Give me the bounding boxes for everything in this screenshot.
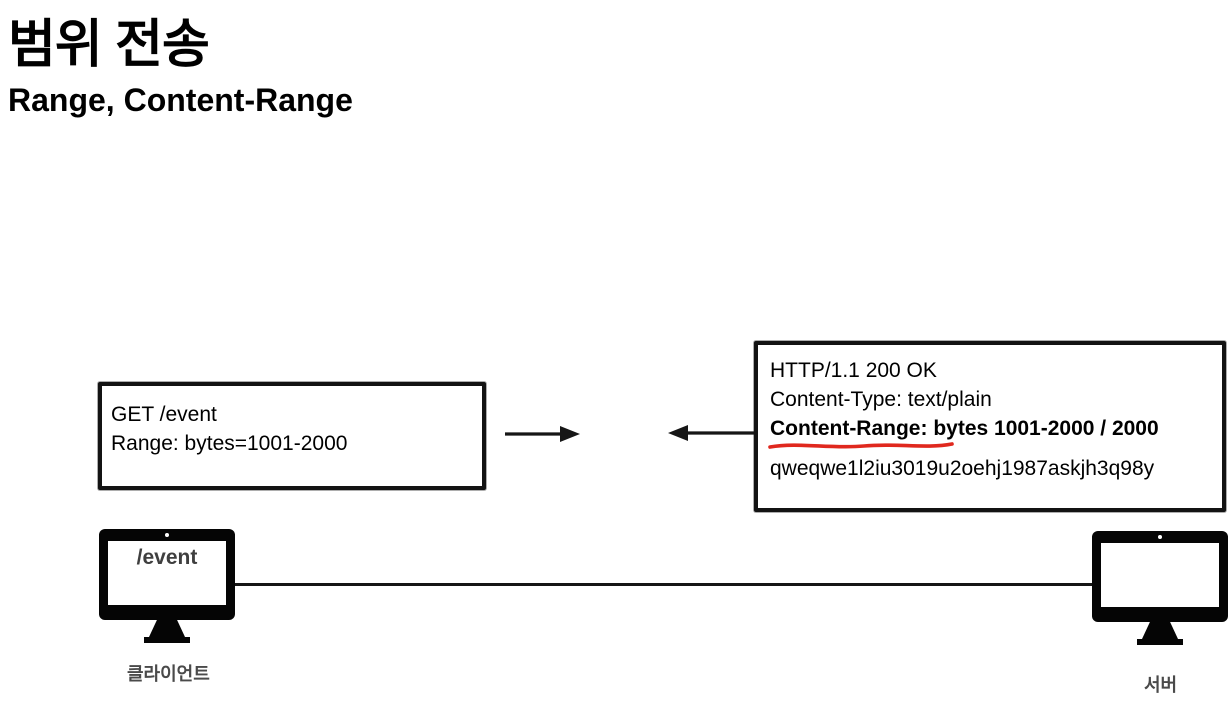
request-line-range-header: Range: bytes=1001-2000 [111,432,348,455]
server-caption: 서버 [1144,675,1178,695]
request-message-box: GET /event Range: bytes=1001-2000 [98,382,486,490]
server-monitor-screen [1101,543,1219,607]
content-range-header-name: Content-Range [770,417,921,440]
response-status-line: HTTP/1.1 200 OK [770,359,937,382]
client-monitor-screen: /event [108,541,226,605]
monitor-stand-neck [149,620,185,637]
content-range-header-value: : bytes 1001-2000 / 2000 [920,417,1159,440]
response-content-type-line: Content-Type: text/plain [770,388,992,411]
client-caption: 클라이언트 [127,664,210,684]
arrow-left-icon [666,423,760,448]
page-title: 범위 전송 [8,16,210,74]
response-body-text: qweqwe1l2iu3019u2oehj1987askjh3q98y [770,457,1155,480]
server-monitor-frame [1092,531,1228,622]
server-monitor-icon [1092,531,1228,645]
arrow-right-icon [504,424,582,449]
content-range-highlight: Content-Range [768,414,954,449]
monitor-stand-neck [1142,622,1178,639]
request-line-method: GET /event [111,403,217,426]
client-screen-label: /event [136,546,198,569]
camera-dot-icon [165,533,169,537]
page-subtitle: Range, Content-Range [8,82,353,118]
red-underline-icon [768,442,954,449]
client-monitor-frame: /event [99,529,235,620]
camera-dot-icon [1158,535,1162,539]
monitor-stand-base [1137,639,1183,645]
response-message-box: HTTP/1.1 200 OK Content-Type: text/plain… [754,341,1226,512]
response-content-range-line: Content-Range : bytes 1001-2000 / 2000 [768,414,1222,449]
monitor-stand-base [144,637,190,643]
client-monitor-icon: /event [99,529,235,643]
connection-line [233,583,1094,586]
